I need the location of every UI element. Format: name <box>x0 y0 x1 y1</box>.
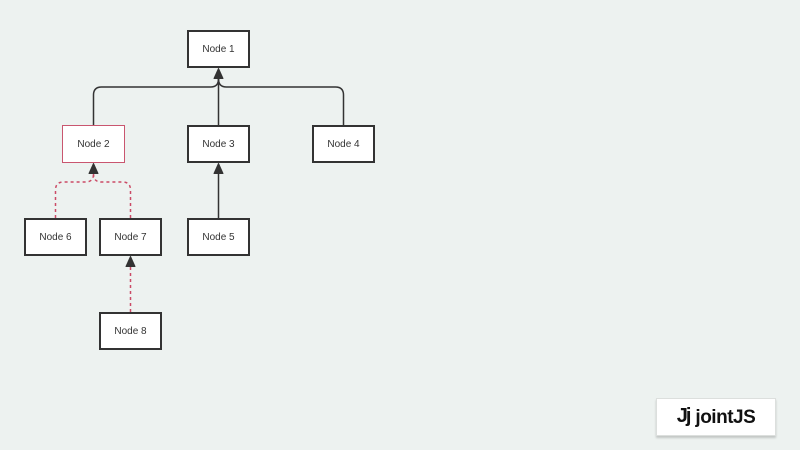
diagram-node-6[interactable]: Node 6 <box>24 218 87 256</box>
diagram-node-4[interactable]: Node 4 <box>312 125 375 163</box>
jointjs-logo-text: jointJS <box>695 406 756 428</box>
arrowhead-icon <box>125 256 136 267</box>
diagram-node-8[interactable]: Node 8 <box>99 312 162 350</box>
diagram-node-1[interactable]: Node 1 <box>187 30 250 68</box>
arrowhead-icon <box>213 163 224 174</box>
arrowhead-icon <box>88 163 99 174</box>
diagram-node-3[interactable]: Node 3 <box>187 125 250 163</box>
link-node6-node2[interactable] <box>54 173 95 218</box>
link-node4-node1[interactable] <box>217 78 345 125</box>
arrowhead-icon <box>213 68 224 79</box>
jointjs-watermark-badge[interactable]: Jj jointJS <box>656 398 776 436</box>
diagram-node-7[interactable]: Node 7 <box>99 218 162 256</box>
jointjs-logo-icon: Jj <box>676 405 692 427</box>
diagram-node-5[interactable]: Node 5 <box>187 218 250 256</box>
link-node7-node2[interactable] <box>92 173 132 218</box>
link-node2-node1[interactable] <box>92 78 220 125</box>
diagram-node-2[interactable]: Node 2 <box>62 125 125 163</box>
